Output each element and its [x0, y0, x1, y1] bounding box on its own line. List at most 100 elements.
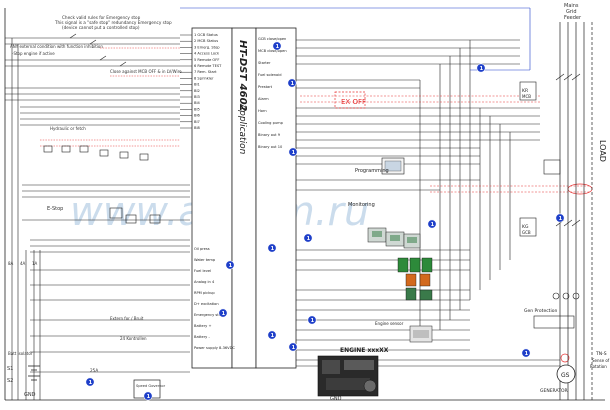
controller-subtitle: Application	[237, 103, 247, 155]
gnd-left-label: GND	[24, 392, 36, 398]
speed-governor-box: Speed Governor	[133, 379, 166, 399]
controller-title: HT-DST 4602	[237, 40, 248, 112]
s1-label: S1	[7, 366, 13, 372]
lower-terminal-label: Battery +	[194, 324, 211, 328]
battery-isolator-label: Batt isolator	[8, 351, 33, 356]
stop-engine-label: -Stop engine if active	[12, 51, 55, 56]
engine-graphic	[317, 355, 379, 397]
info-marker-icon[interactable]: 1	[85, 377, 95, 387]
load-label: LOAD	[598, 140, 607, 162]
lower-terminal-label: RPM pickup	[194, 291, 215, 295]
info-marker-icon[interactable]: 1	[307, 315, 317, 325]
svg-text:1: 1	[276, 44, 280, 50]
left-terminal-label: 2 MCB Status	[194, 39, 218, 43]
red-signal-lines	[300, 95, 590, 193]
info-marker-icon[interactable]: 1	[427, 219, 437, 229]
info-marker-icon[interactable]: 1	[218, 308, 228, 318]
rotation-label: Rotation	[590, 364, 607, 369]
lower-terminal-label: D+ excitation	[194, 302, 219, 306]
left-terminal-label: BI2	[194, 89, 200, 93]
info-marker-icon[interactable]: 1	[476, 63, 486, 73]
info-marker-icon[interactable]: 1	[267, 243, 277, 253]
svg-text:1: 1	[147, 394, 151, 400]
svg-text:GCB: GCB	[522, 230, 531, 235]
sense-label: Sense of	[592, 358, 610, 363]
lower-terminal-label: Power supply 8-36VDC	[194, 346, 235, 350]
right-terminal-label: Cooling pump	[258, 121, 284, 125]
info-marker-icon[interactable]: 1	[272, 41, 282, 51]
lower-terminal-label: Oil press	[194, 247, 210, 251]
left-terminal-label: BI3	[194, 95, 200, 99]
right-terminal-label: Horn	[258, 109, 267, 113]
info-marker-icon[interactable]: 1	[521, 348, 531, 358]
mains-busbars	[559, 22, 593, 400]
left-terminal-label: 3 Emerg. Stop	[194, 45, 220, 49]
right-terminal-label: Alarm	[258, 97, 269, 101]
left-terminal-label: 7 Rem. Start	[194, 70, 217, 74]
right-terminal-label: Binary out 10	[258, 145, 283, 149]
info-marker-icon[interactable]: 1	[225, 260, 235, 270]
engine-sensor-label: Engine sensor	[375, 321, 404, 326]
tn-s-label: TN-S	[595, 351, 607, 357]
feeder-label: Feeder	[564, 15, 582, 21]
ext-condition-label: ANY external condition with function inh…	[10, 44, 103, 49]
svg-text:Speed Governor: Speed Governor	[136, 384, 166, 388]
gcb-relay: KG GCB	[519, 217, 537, 237]
battery-symbol	[28, 365, 40, 381]
svg-text:Programming: Programming	[355, 168, 389, 174]
svg-text:MCB: MCB	[522, 94, 531, 99]
info-marker-icon[interactable]: 1	[288, 147, 298, 157]
fuse-4a: 4A	[20, 261, 26, 266]
svg-text:1: 1	[311, 318, 315, 324]
info-marker-icon[interactable]: 1	[288, 342, 298, 352]
right-terminal-label: Binary out 9	[258, 133, 281, 137]
svg-text:1: 1	[271, 333, 275, 339]
lower-left-wiring	[22, 184, 190, 400]
info-marker-icon[interactable]: 1	[303, 233, 313, 243]
svg-text:1: 1	[89, 380, 93, 386]
grid-label: Grid	[566, 9, 577, 15]
ex-off-box: EX OFF	[334, 91, 366, 109]
info-marker-icon[interactable]: 1	[267, 330, 277, 340]
generator-label: GENERATOR	[540, 388, 568, 394]
gen-protection-label: Gen Protection	[524, 308, 557, 314]
left-terminal-label: BI1	[194, 83, 200, 87]
svg-text:1: 1	[292, 150, 296, 156]
contactor-contacts	[543, 73, 581, 227]
io-modules	[397, 257, 433, 301]
controller-left-terminals: 1 GCB Status 2 MCB Status 3 Emerg. Stop 4 A…	[180, 33, 222, 130]
right-terminal-label: Prestart	[258, 85, 273, 89]
svg-text:1: 1	[222, 311, 226, 317]
gen-ct-group	[533, 292, 580, 329]
left-terminal-label: BI4	[194, 101, 201, 105]
svg-text:1: 1	[291, 81, 295, 87]
info-marker-icon[interactable]: 1	[555, 213, 565, 223]
gnd-bottom-label: GND	[330, 396, 342, 402]
info-marker-icon[interactable]: 1	[143, 391, 153, 401]
sensor-module	[409, 325, 433, 343]
left-terminal-label: 4 Access Lock	[194, 52, 220, 56]
volt-note: 24 Kontrollen	[120, 336, 147, 341]
left-terminal-label: 5 Remote OFF	[194, 58, 219, 62]
s2-label: S2	[7, 378, 13, 384]
svg-text:1: 1	[271, 246, 275, 252]
left-terminal-label: 1 GCB Status	[194, 33, 218, 37]
left-terminal-label: BI8	[194, 126, 201, 130]
close-mcb-label: Close against MCB OFF & in LV/Wire	[110, 69, 182, 74]
fuse-8a: 8A	[8, 261, 14, 266]
gcb-note: Extern for / Bruit	[110, 316, 144, 321]
input-switch-network	[5, 33, 180, 400]
monitoring-label: Monitoring	[348, 202, 375, 208]
lower-terminal-label: Battery -	[194, 335, 210, 339]
left-terminal-label: 8 Sprinkler	[194, 76, 214, 80]
mcb-relay: KR MCB	[519, 81, 537, 101]
hydraulic-label: Hydraulic or fetch	[50, 126, 86, 131]
mains-label: Mains	[564, 3, 579, 9]
fuse-25a-label: 25A	[90, 368, 98, 373]
right-terminal-label: MCB close/open	[258, 49, 287, 53]
svg-text:1: 1	[307, 236, 311, 242]
info-marker-icon[interactable]: 1	[287, 78, 297, 88]
svg-text:KR: KR	[522, 88, 528, 94]
